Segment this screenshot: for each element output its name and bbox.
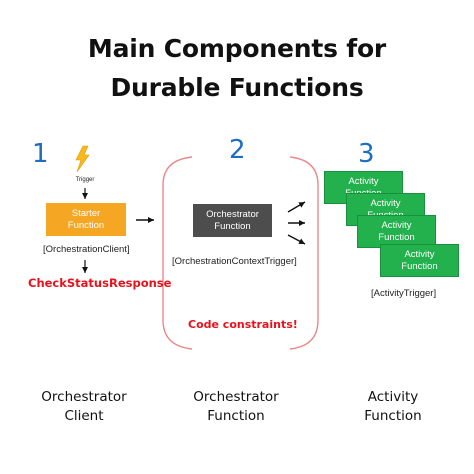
activity-box-2-line-1: Activity	[370, 197, 401, 209]
bottom-label-orchestrator-line-2: Function	[207, 408, 265, 424]
starter-box-line-1: Starter	[71, 207, 101, 219]
step-number-1: 1	[32, 139, 49, 169]
lightning-bolt-icon	[75, 145, 90, 173]
activity-function-box-3: Activity Function	[357, 215, 436, 248]
orchestrator-box-line-2: Function	[214, 220, 251, 232]
bottom-label-orchestrator-client: Orchestrator Client	[14, 388, 154, 426]
activity-box-4-line-2: Function	[401, 260, 438, 272]
activity-box-1-line-1: Activity	[348, 175, 379, 187]
trigger-label: Trigger	[75, 177, 95, 183]
title-line-2: Durable Functions	[110, 73, 364, 102]
title-line-1: Main Components for	[87, 34, 387, 63]
step-number-3: 3	[358, 139, 375, 169]
orchestrator-to-activity-arrow-3	[287, 234, 306, 245]
bottom-label-activity-function: Activity Function	[323, 388, 463, 426]
orchestration-client-binding: [OrchestrationClient]	[43, 244, 130, 255]
orchestration-context-trigger-binding: [OrchestrationContextTrigger]	[172, 256, 297, 267]
check-status-response: CheckStatusResponse	[28, 276, 172, 290]
bottom-label-client-line-2: Client	[64, 408, 104, 424]
code-constraints-label: Code constraints!	[188, 318, 298, 331]
orchestrator-function-box: Orchestrator Function	[193, 204, 272, 237]
activity-box-3-line-2: Function	[378, 231, 415, 243]
bottom-label-activity-line-2: Function	[364, 408, 422, 424]
starter-box-line-2: Function	[67, 219, 105, 231]
orchestrator-box-line-1: Orchestrator	[206, 208, 259, 220]
activity-function-box-4: Activity Function	[380, 244, 459, 277]
orchestrator-to-activity-arrow-1	[287, 201, 306, 213]
activity-box-3-line-1: Activity	[381, 219, 412, 231]
activity-box-4-line-1: Activity	[404, 248, 435, 260]
bottom-label-orchestrator-function: Orchestrator Function	[166, 388, 306, 426]
step-number-2: 2	[229, 135, 246, 165]
activity-trigger-binding: [ActivityTrigger]	[371, 288, 437, 299]
bottom-label-activity-line-1: Activity	[367, 389, 419, 405]
bottom-label-orchestrator-line-1: Orchestrator	[193, 389, 279, 405]
starter-function-box: Starter Function	[46, 203, 126, 236]
bottom-label-client-line-1: Orchestrator	[41, 389, 127, 405]
